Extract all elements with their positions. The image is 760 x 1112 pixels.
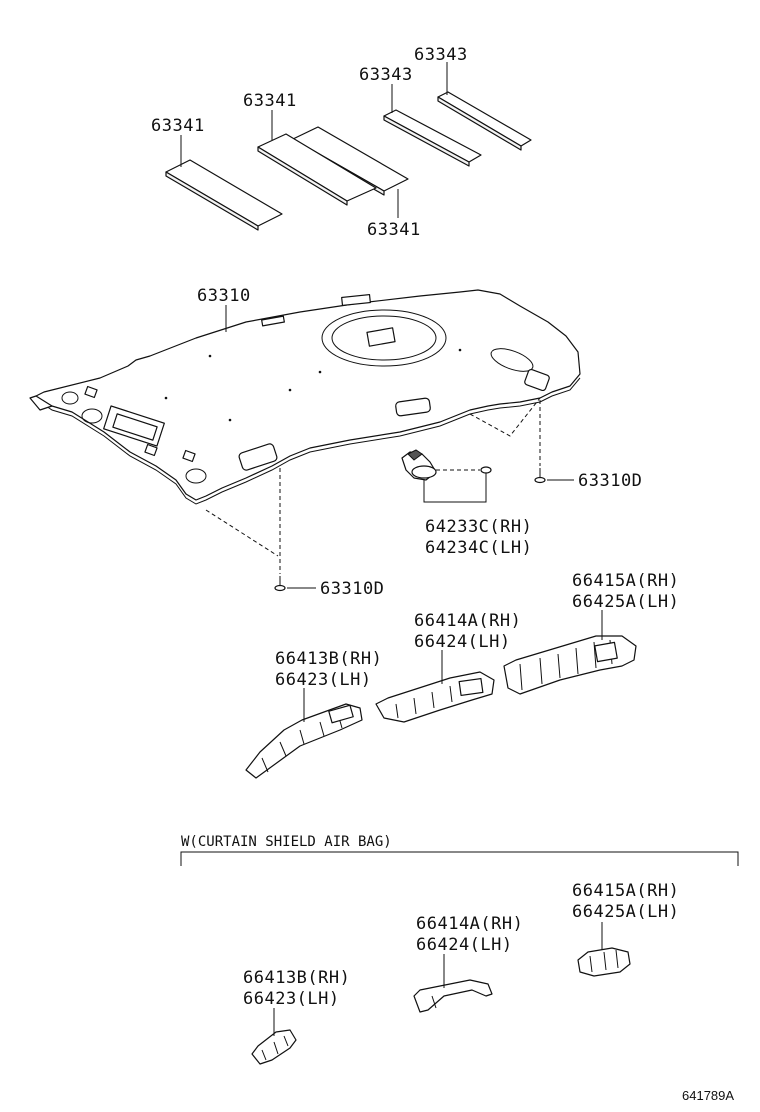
label-63341-b: 63341 [243,91,297,111]
bracket-66413b-airbag [251,1029,297,1065]
label-66413b-rh-2: 66413B(RH) [243,968,350,988]
bracket-66413b [245,703,363,779]
pad-63343-top [437,91,532,151]
label-66423-lh: 66423(LH) [275,670,372,690]
airbag-note: W(CURTAIN SHIELD AIR BAG) [181,834,392,850]
label-66423-lh-2: 66423(LH) [243,989,340,1009]
label-66415a-rh-2: 66415A(RH) [572,881,679,901]
label-66424-lh: 66424(LH) [414,632,511,652]
label-63343-mid: 63343 [359,65,413,85]
label-63310d-left: 63310D [320,579,384,599]
label-63343-top: 63343 [414,45,468,65]
bracket-66414a [375,671,495,723]
dash-right [469,397,541,437]
bracket-66415a-airbag [577,947,631,977]
clip-63310d-right [534,468,546,484]
dash-left [205,509,279,557]
label-64233c: 64233C(RH) [425,517,532,537]
label-63341-a: 63341 [151,116,205,136]
label-66424-lh-2: 66424(LH) [416,935,513,955]
airbag-bracket-line [180,851,739,866]
label-66414a-rh-2: 66414A(RH) [416,914,523,934]
label-66413b-rh: 66413B(RH) [275,649,382,669]
pad-63341-left [165,159,283,231]
label-66414a-rh: 66414A(RH) [414,611,521,631]
label-63310d-right: 63310D [578,471,642,491]
headliner-63310 [29,289,581,505]
lamp-64233c [401,449,437,481]
pad-63341-middle [257,133,377,206]
label-64234c: 64234C(LH) [425,538,532,558]
bracket-66414a-airbag [413,979,493,1013]
screw-lamp [480,466,492,480]
label-66425a-lh: 66425A(LH) [572,592,679,612]
label-66415a-rh: 66415A(RH) [572,571,679,591]
label-63341-c: 63341 [367,220,421,240]
leader-lamp [423,480,487,503]
bracket-66415a [503,635,637,695]
label-66425a-lh-2: 66425A(LH) [572,902,679,922]
label-63310: 63310 [197,286,251,306]
clip-63310d-left [274,576,286,592]
figure-code: 641789A [682,1088,734,1103]
